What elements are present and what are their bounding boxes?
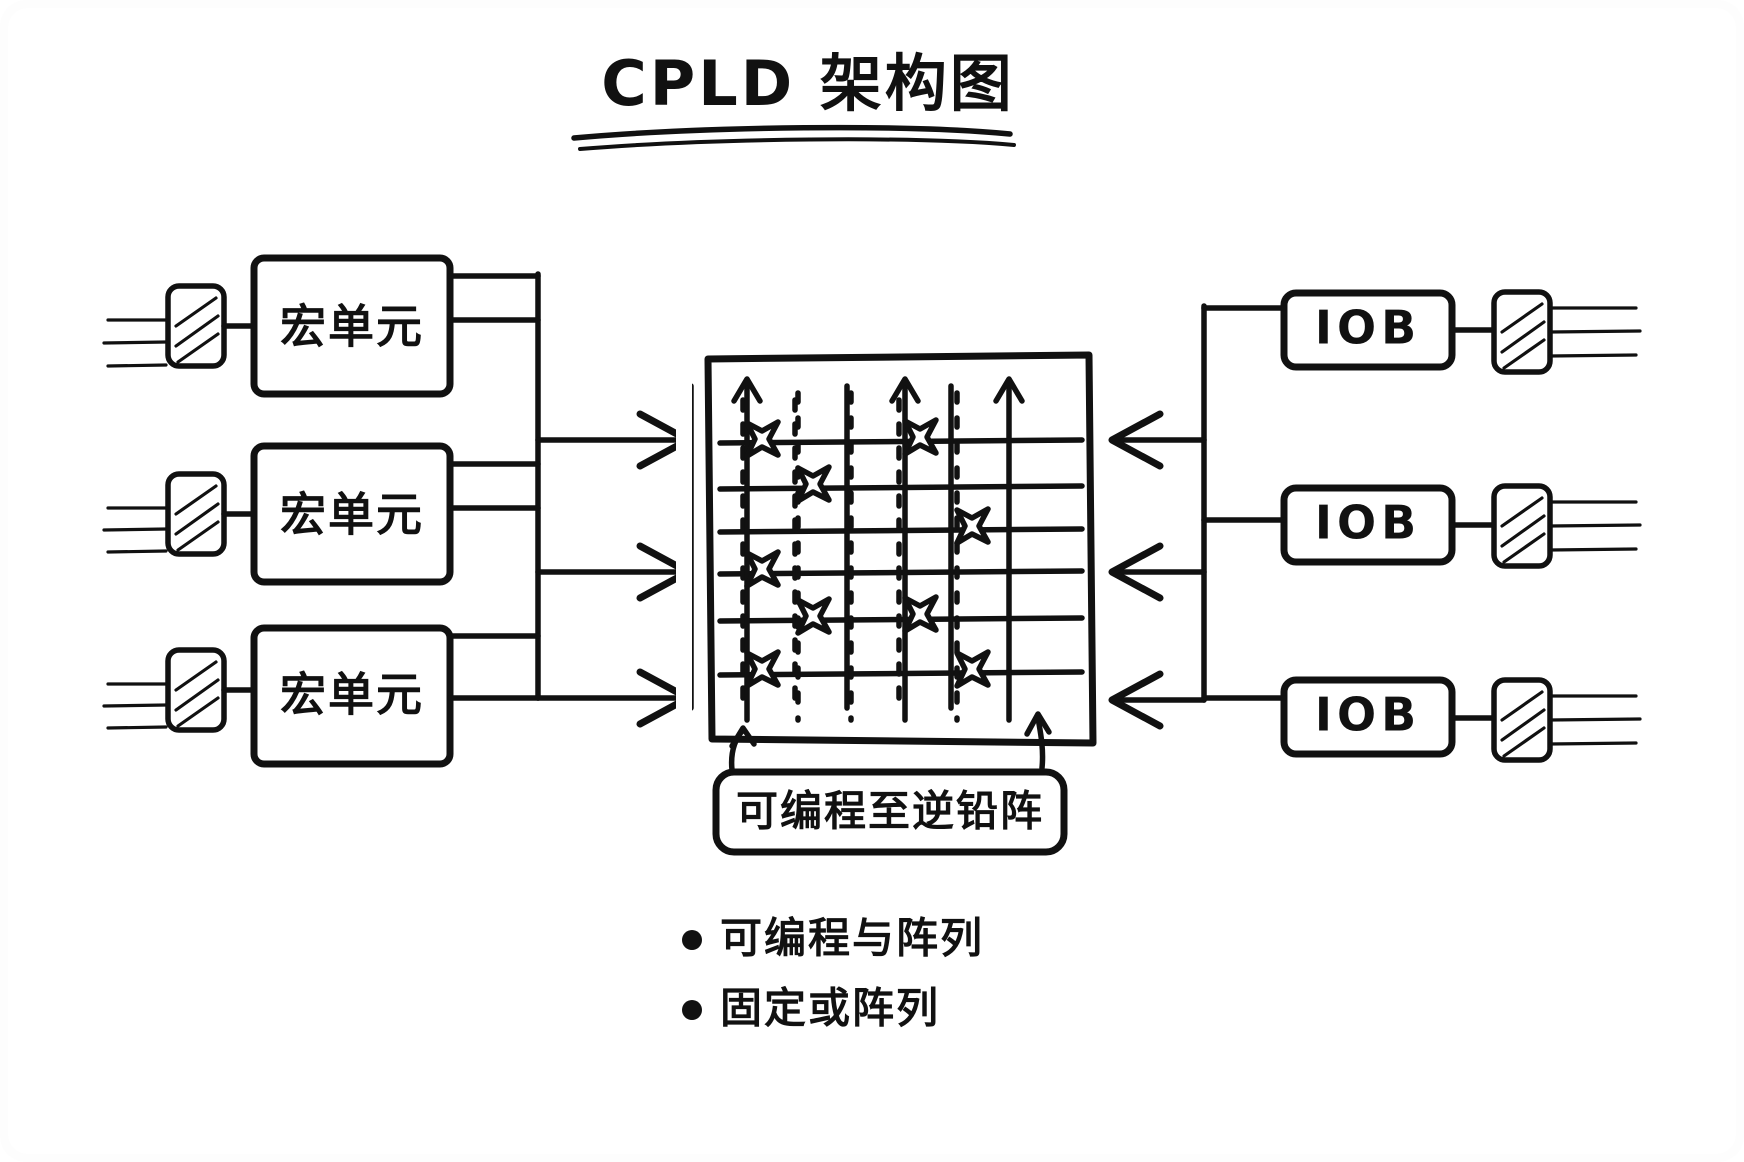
bullet-item-1: 可编程与阵列: [682, 914, 984, 963]
matrix-hline-2: [717, 483, 1085, 492]
macrocell-2-input-wire-3: [106, 549, 168, 554]
iob-3-pad[interactable]: [1491, 677, 1553, 763]
iob-block-1-label: IOB: [1315, 301, 1421, 355]
macrocell-block-1-label: 宏单元: [280, 300, 424, 354]
page-title: CPLD 架构图: [601, 47, 1015, 120]
right-arrow-1: [1108, 410, 1207, 470]
crosspoint: [954, 649, 991, 689]
macrocell-1-pad[interactable]: [165, 283, 227, 369]
crosspoint: [744, 549, 781, 589]
caption-pointer-left-head: [729, 725, 757, 749]
macrocell-block-3[interactable]: 宏单元: [250, 624, 454, 768]
left-arrow-3: [535, 668, 692, 728]
programmable-interconnect-matrix[interactable]: [676, 351, 1098, 749]
right-arrow-3: [1108, 670, 1207, 730]
macrocell-block-2-label: 宏单元: [280, 488, 424, 542]
iob-row-2: IOB: [1201, 483, 1642, 569]
caption-box: [712, 768, 1068, 856]
bullet-item-2: 固定或阵列: [682, 984, 940, 1033]
crosspoint: [744, 419, 781, 459]
macrocell-block-2[interactable]: 宏单元: [250, 442, 454, 586]
macrocell-2-pad[interactable]: [165, 471, 227, 557]
iob-row-1: IOB: [1201, 289, 1642, 375]
bullet-item-1-label: 可编程与阵列: [720, 914, 984, 963]
bullet-item-2-label: 固定或阵列: [720, 984, 940, 1033]
left-arrow-2: [535, 542, 692, 602]
crosspoint: [795, 596, 832, 636]
macrocell-2-input-wire-2: [102, 527, 168, 532]
crosspoint: [954, 506, 991, 546]
crosspoint: [795, 464, 832, 504]
iob-block-1[interactable]: IOB: [1280, 289, 1456, 371]
iob-block-2-label: IOB: [1315, 496, 1421, 550]
iob-3-out-wire-2: [1548, 717, 1642, 722]
iob-1-out-wire-2: [1548, 329, 1642, 334]
whiteboard-sheet: CPLD 架构图: [8, 8, 1736, 1154]
macrocell-1-input-wire-2: [102, 340, 168, 345]
left-arrow-1: [535, 410, 692, 470]
bullet-dot-icon: [682, 1000, 702, 1020]
crosspoint: [902, 417, 939, 457]
crosspoint: [902, 594, 939, 634]
matrix-mask-a: [676, 368, 692, 720]
crosspoint: [744, 649, 781, 689]
iob-1-out-wire-3: [1548, 353, 1638, 358]
right-arrow-2: [1108, 542, 1207, 602]
matrix-hline-1: [717, 437, 1085, 446]
left-arrows-group: [535, 410, 692, 728]
bullet-list: 可编程与阵列 固定或阵列: [682, 914, 984, 1033]
caption-pointer-right-head: [1024, 711, 1052, 737]
macrocell-row-3: 宏单元: [102, 624, 541, 768]
iob-block-3-label: IOB: [1315, 688, 1421, 742]
title-underline-1: [571, 124, 1013, 141]
iob-row-3: IOB: [1201, 676, 1642, 763]
matrix-bottom-arrowheads: [731, 376, 1025, 404]
page-title-group: CPLD 架构图: [571, 47, 1016, 151]
matrix-crosspoints: [744, 417, 991, 689]
matrix-caption-label: 可编程至逆铅阵: [736, 787, 1044, 836]
iob-block-3[interactable]: IOB: [1280, 676, 1456, 758]
macrocell-1-input-wire-3: [106, 363, 168, 368]
iob-2-pad[interactable]: [1491, 483, 1553, 569]
iob-3-out-wire-3: [1548, 741, 1638, 746]
bullet-dot-icon: [682, 930, 702, 950]
iob-1-pad[interactable]: [1491, 289, 1553, 375]
iob-block-2[interactable]: IOB: [1280, 484, 1456, 566]
title-underline-2: [578, 137, 1016, 151]
right-arrows-group: [1108, 410, 1207, 730]
macrocell-3-input-wire-2: [102, 703, 168, 708]
caption-pointer-right: [1035, 715, 1046, 771]
macrocell-row-1: 宏单元: [102, 254, 541, 701]
iob-2-out-wire-2: [1548, 523, 1642, 528]
macrocell-3-input-wire-3: [106, 725, 168, 730]
macrocell-3-pad[interactable]: [165, 647, 227, 733]
iob-2-out-wire-3: [1548, 547, 1638, 552]
matrix-caption-callout[interactable]: 可编程至逆铅阵: [712, 711, 1068, 856]
macrocell-row-2: 宏单元: [102, 442, 541, 586]
macrocell-block-3-label: 宏单元: [280, 668, 424, 722]
macrocell-block-1[interactable]: 宏单元: [250, 254, 454, 398]
